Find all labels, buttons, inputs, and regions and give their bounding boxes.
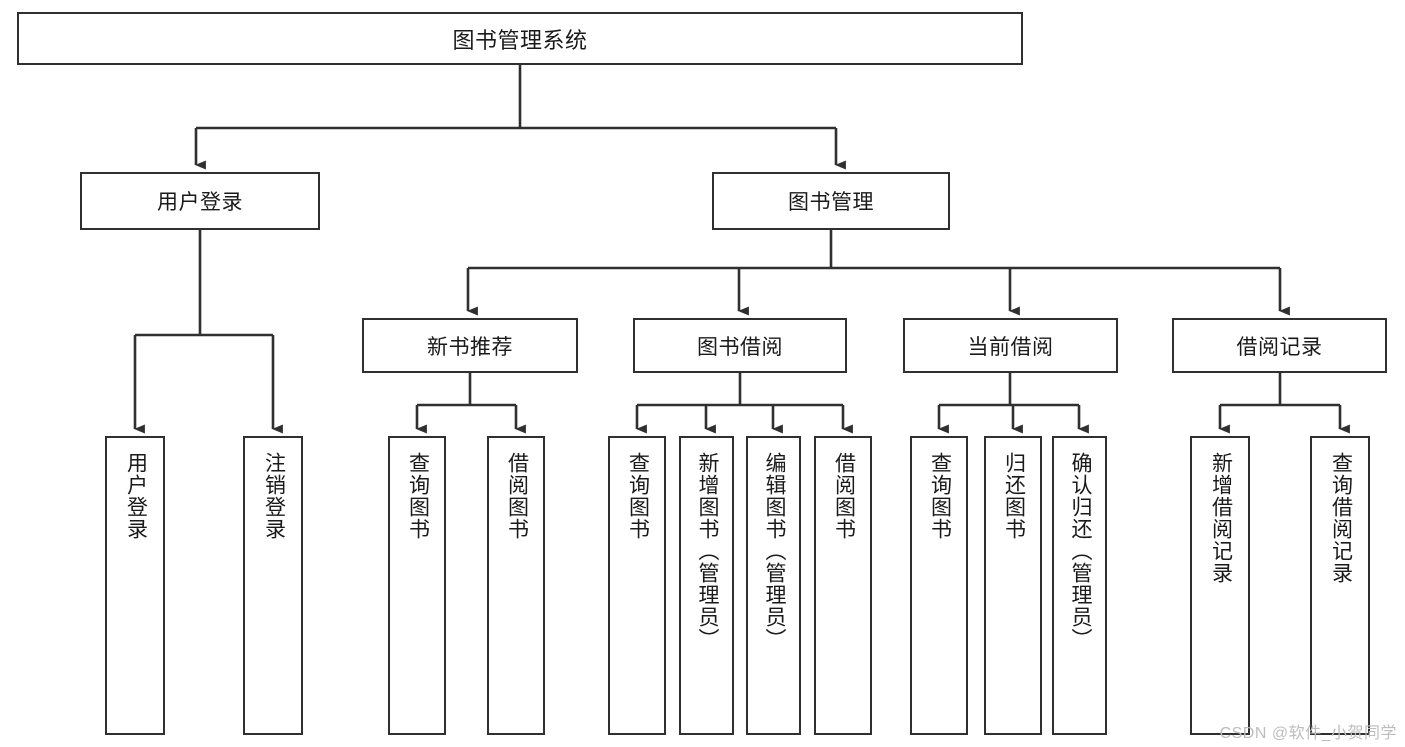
leaf-borrow-book-1[interactable]: 借阅图书 — [487, 436, 545, 735]
leaf-borrow-book-2[interactable]: 借阅图书 — [814, 436, 872, 735]
leaf-query-book-2[interactable]: 查询图书 — [608, 436, 666, 735]
leaf-query-book-1[interactable]: 查询图书 — [388, 436, 446, 735]
node-new-book-recommend[interactable]: 新书推荐 — [362, 318, 578, 373]
node-book-borrow[interactable]: 图书借阅 — [633, 318, 847, 373]
watermark-text: CSDN @软件_小贺同学 — [1219, 725, 1397, 742]
leaf-query-book-3[interactable]: 查询图书 — [910, 436, 968, 735]
leaf-user-login[interactable]: 用户登录 — [105, 436, 165, 735]
leaf-query-borrow-record[interactable]: 查询借阅记录 — [1310, 436, 1370, 735]
node-user-login[interactable]: 用户登录 — [80, 172, 320, 230]
leaf-confirm-return[interactable]: 确认归还（管理员） — [1052, 436, 1107, 735]
leaf-logout-login[interactable]: 注销登录 — [243, 436, 303, 735]
leaf-return-book[interactable]: 归还图书 — [984, 436, 1042, 735]
node-borrow-record[interactable]: 借阅记录 — [1172, 318, 1387, 373]
leaf-edit-book[interactable]: 编辑图书（管理员） — [746, 436, 801, 735]
node-current-borrow[interactable]: 当前借阅 — [903, 318, 1118, 373]
leaf-add-book[interactable]: 新增图书（管理员） — [679, 436, 734, 735]
leaf-add-borrow-record[interactable]: 新增借阅记录 — [1190, 436, 1250, 735]
node-root[interactable]: 图书管理系统 — [17, 12, 1023, 65]
node-book-manage[interactable]: 图书管理 — [712, 172, 950, 230]
